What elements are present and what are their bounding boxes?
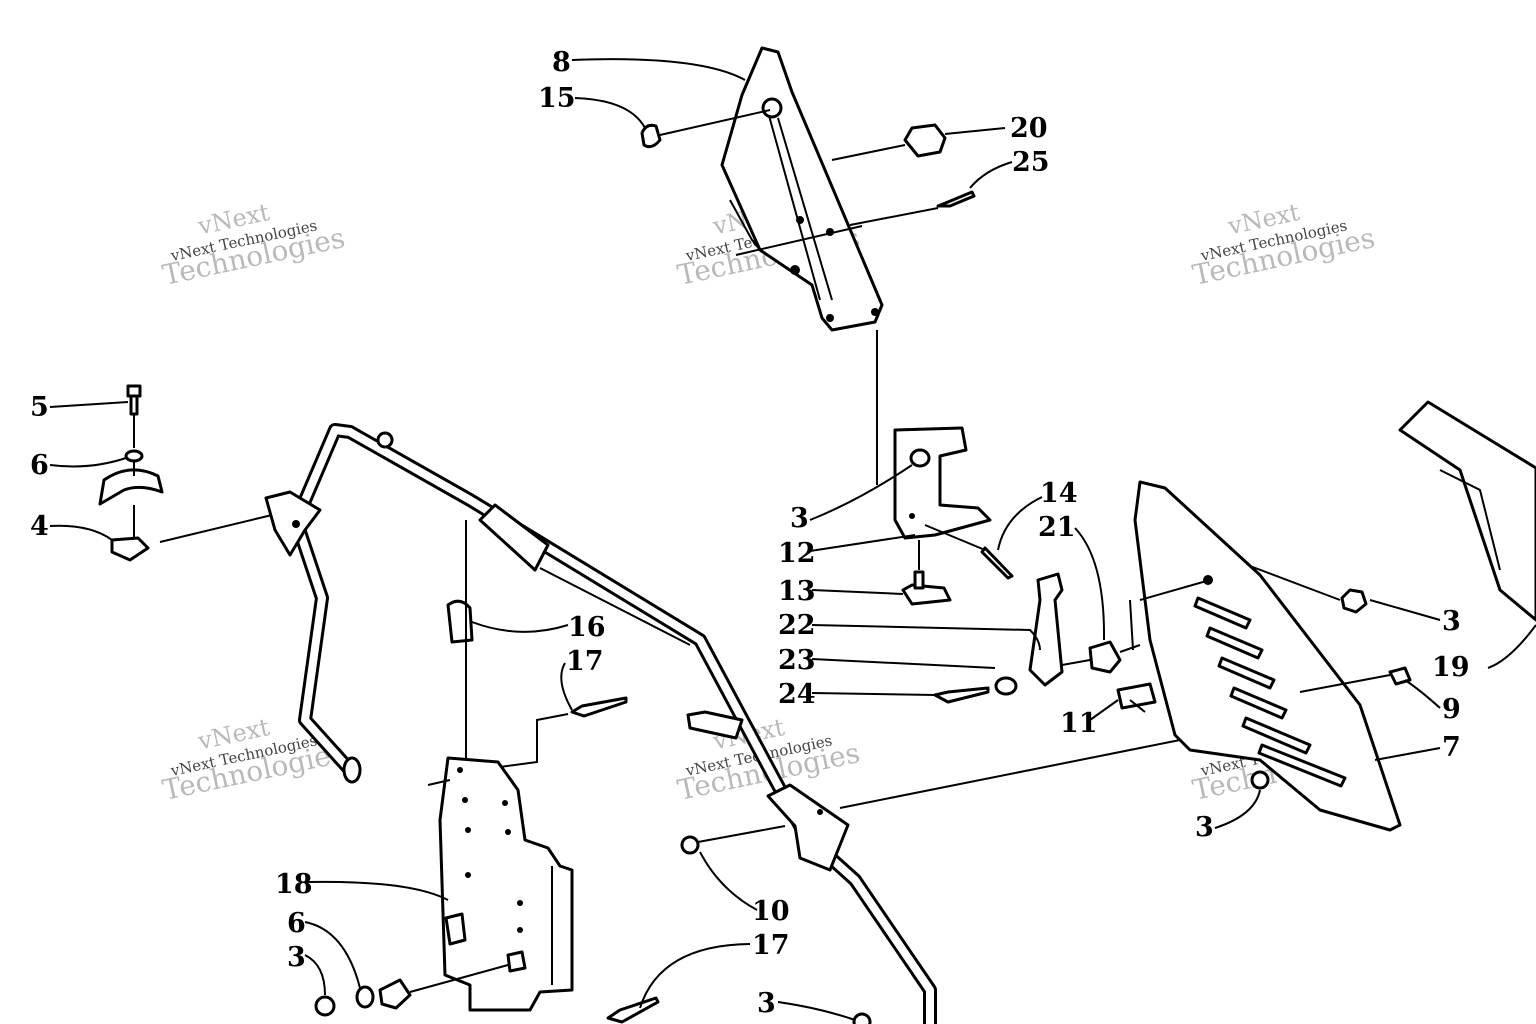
callout-6: 6 [287, 908, 306, 939]
callout-12: 12 [778, 538, 816, 569]
bushing-part [831, 123, 947, 161]
callout-15: 15 [538, 83, 576, 114]
callout-17: 17 [752, 930, 790, 961]
pin-part [924, 524, 1014, 580]
callout-23: 23 [778, 645, 816, 676]
callout-22: 22 [778, 610, 816, 641]
washer-part [124, 449, 144, 463]
pin-part [606, 996, 660, 1024]
side-panel-part [1129, 480, 1402, 832]
callout-5: 5 [30, 392, 49, 423]
stud-part [1116, 682, 1157, 713]
callout-24: 24 [778, 679, 816, 710]
callout-11: 11 [1060, 708, 1098, 739]
callout-16: 16 [568, 612, 606, 643]
callout-25: 25 [1012, 147, 1050, 178]
nut-part [1340, 588, 1368, 614]
pin-part [491, 696, 628, 769]
pin-part [735, 190, 976, 256]
callout-18: 18 [275, 869, 313, 900]
tubular-frame-part [264, 423, 937, 1024]
wedge-part [1398, 400, 1536, 622]
watermark-group-3: vNext vNext Technologies Technologies [1190, 198, 1378, 292]
callout-3: 3 [790, 503, 809, 534]
callout-6: 6 [30, 450, 49, 481]
nut-part [680, 825, 786, 855]
callout-3: 3 [287, 942, 306, 973]
callout-19: 19 [1432, 652, 1470, 683]
callout-3: 3 [1195, 812, 1214, 843]
mounting-bracket-part [893, 426, 992, 606]
callout-labels: 8 15 20 25 5 6 4 3 12 13 14 21 22 23 24 … [30, 47, 1470, 1019]
nut-part [852, 1012, 872, 1024]
washer-part [355, 985, 375, 1009]
callout-14: 14 [1040, 478, 1078, 509]
nut-part [1250, 770, 1270, 790]
watermark-group-1: vNext vNext Technologies Technologies [160, 198, 348, 292]
callout-13: 13 [778, 576, 816, 607]
clamp-part [98, 414, 164, 562]
fitting-part [446, 520, 474, 760]
lever-part [933, 572, 1141, 704]
callout-10: 10 [752, 896, 790, 927]
callout-3: 3 [1442, 606, 1461, 637]
knob-part [640, 109, 771, 149]
callout-4: 4 [30, 511, 49, 542]
clip-part [378, 978, 412, 1010]
callout-3: 3 [757, 988, 776, 1019]
leader-lines [49, 58, 1536, 1021]
callout-21: 21 [1038, 512, 1076, 543]
callout-20: 20 [1010, 113, 1048, 144]
callout-17: 17 [566, 646, 604, 677]
nut-part [314, 995, 336, 1017]
bolt-part [126, 384, 142, 416]
watermark-group-4: vNext vNext Technologies Technologies [160, 713, 348, 807]
top-bracket-part [720, 46, 884, 332]
callout-7: 7 [1442, 732, 1461, 763]
callout-8: 8 [552, 47, 571, 78]
callout-9: 9 [1442, 694, 1461, 725]
base-plate-part [427, 756, 574, 1012]
